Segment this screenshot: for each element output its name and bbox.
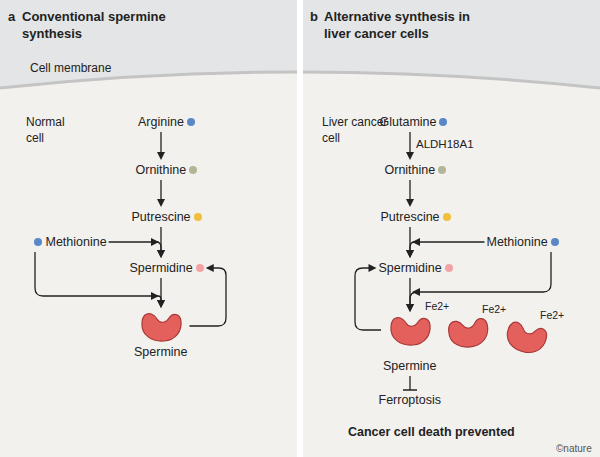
node-text: Spermine [383,358,437,374]
spermine-molecule [504,321,548,356]
node-text: Ferroptosis [379,392,442,408]
connector [406,278,414,312]
panel-letter: a [8,8,15,25]
connector-line [355,268,381,330]
connector-line [190,268,227,326]
connector-line [409,132,410,154]
node-text: Ornithine [136,162,187,178]
node-text: Spermidine [379,260,442,276]
iron-label: Fe2+ [540,309,564,321]
connector-line [409,180,410,201]
arrowhead [369,264,377,272]
arrowhead [157,250,165,258]
panel-title: Alternative synthesis in liver cancer ce… [324,8,489,42]
metabolite-node: Glutamine [380,114,448,130]
spermine-molecule [142,314,181,342]
arrowhead [157,250,165,258]
panel-divider [297,0,303,457]
arrowhead [406,250,414,258]
connector [406,242,485,258]
node-text: Glutamine [380,114,437,130]
arrowhead [157,300,165,308]
connector-line [109,242,161,252]
node-text: Spermine [134,344,188,360]
molecule-node: Spermine [383,314,437,374]
outcome-note: Cancer cell death prevented [348,424,515,440]
node-text: Ornithine [385,162,436,178]
metabolite-node: Arginine [138,114,195,130]
connector-line [409,278,410,306]
metabolite-node: Putrescine [381,209,451,225]
metabolite-node: Putrescine [132,209,202,225]
arrowhead [406,304,414,312]
inhibition-bar [403,389,417,391]
connector [157,180,165,207]
node-text: Methionine [46,234,107,250]
iron-label: Fe2+ [425,300,449,312]
node-text: Putrescine [132,209,191,225]
panel-title: Conventional spermine synthesis [22,8,187,42]
node-text: Putrescine [381,209,440,225]
enzyme-label: ALDH18A1 [416,137,474,151]
connector [406,180,414,207]
arrowhead [157,152,165,160]
connector [157,278,165,308]
connector-line [35,252,161,302]
connector [190,264,227,326]
metabolite-node: Spermidine [379,260,453,276]
metabolite-node: Methionine [34,234,107,250]
metabolite-node: Ferroptosis [379,392,442,408]
watermark: ©nature [556,441,592,457]
connector-line [160,278,161,302]
metabolite-node: Spermidine [130,260,204,276]
connector [355,264,381,330]
cell-label: Normal cell [26,114,74,146]
membrane-label: Cell membrane [30,60,111,76]
arrowhead [157,300,165,308]
connector [157,132,165,160]
connector-line [410,242,485,252]
arrowhead [206,264,214,272]
connector [406,132,414,160]
iron-label: Fe2+ [482,303,506,315]
connector-line [160,132,161,154]
metabolite-node: Methionine [487,234,559,250]
arrowhead [406,152,414,160]
connector [109,242,165,258]
arrowhead [406,199,414,207]
arrowhead [406,304,414,312]
panel-letter: b [310,8,318,25]
metabolite-node: Ornithine [385,162,447,178]
connector-line [160,180,161,201]
connector-line [410,252,551,306]
connector-line [409,376,410,390]
node-text: Methionine [487,234,548,250]
arrowhead [406,250,414,258]
spermine-molecule [447,317,490,350]
connector [35,252,165,308]
molecule-node: Spermine [134,310,188,360]
arrowhead [157,199,165,207]
node-text: Arginine [138,114,184,130]
spermine-molecule [391,318,430,346]
node-text: Spermidine [130,260,193,276]
metabolite-node: Ornithine [136,162,198,178]
connector [403,376,417,390]
